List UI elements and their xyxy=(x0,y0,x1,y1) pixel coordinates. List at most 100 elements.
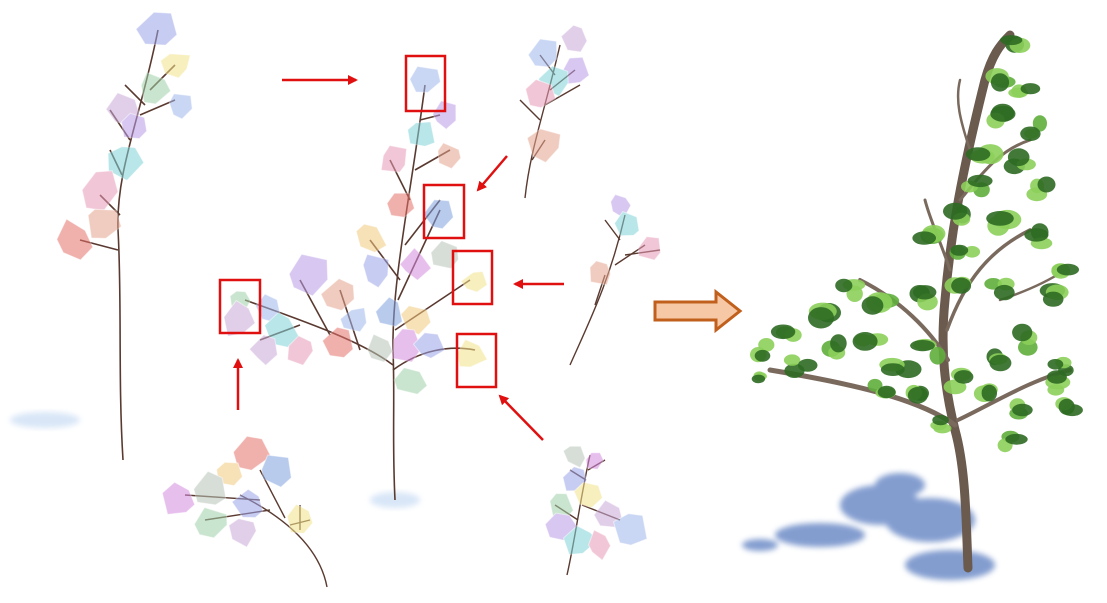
leaf-cluster-shape xyxy=(585,452,605,470)
leaf-cluster-shape xyxy=(375,296,403,328)
leaf-cluster-shape xyxy=(288,253,329,297)
foliage-leaf xyxy=(754,349,771,362)
foliage-leaf xyxy=(964,246,981,258)
highlight-boxes xyxy=(218,54,498,389)
leaf-cluster-shape xyxy=(525,78,557,109)
leaf-cluster-shape xyxy=(400,305,432,336)
foliage xyxy=(750,35,1083,453)
leaf-cluster-shape xyxy=(560,24,588,53)
foliage-leaf xyxy=(1005,433,1028,445)
highlight-box-left xyxy=(218,278,262,335)
leaf-cluster-shape xyxy=(562,56,590,85)
foliage-leaf xyxy=(951,277,972,294)
source-branch-bottom-right xyxy=(544,445,648,576)
leaf-cluster-shape xyxy=(430,240,460,270)
foliage-leaf xyxy=(907,387,928,404)
connector-arrows xyxy=(233,75,564,441)
leaf-cluster-shape xyxy=(81,170,119,212)
leaf-cluster-shape xyxy=(437,142,462,170)
assembled-tree xyxy=(223,65,488,501)
source-branch-top-right xyxy=(519,24,590,199)
highlight-box-bottom xyxy=(455,332,498,389)
foliage-leaf xyxy=(950,244,969,256)
source-branch-right xyxy=(569,193,662,366)
highlight-box-top xyxy=(404,54,447,113)
leaf-cluster-shape xyxy=(456,338,488,368)
leaf-cluster-shape xyxy=(527,38,558,68)
foliage-leaf xyxy=(867,378,883,392)
final-tree xyxy=(742,30,1083,580)
foliage-leaf xyxy=(1007,148,1030,167)
leaf-cluster-shape xyxy=(380,144,408,173)
foliage-leaf xyxy=(1012,403,1033,417)
leaf-cluster-shape xyxy=(587,529,612,561)
leaf-cluster-shape xyxy=(321,326,354,359)
source-branch-bottom-left xyxy=(161,435,328,588)
leaf-cluster-shape xyxy=(339,307,368,333)
leaf-cluster-shape xyxy=(362,253,390,289)
leaf-cluster-shape xyxy=(223,299,256,337)
leaf-clusters xyxy=(544,445,648,561)
foliage-leaf xyxy=(1012,323,1033,342)
foliage-leaf xyxy=(1020,83,1041,95)
foliage-leaf xyxy=(835,278,853,293)
leaf-cluster-shape xyxy=(107,146,145,182)
leaf-cluster-shape xyxy=(409,65,442,94)
leaf-cluster-shape xyxy=(638,236,662,261)
leaf-cluster-shape xyxy=(248,334,278,367)
leaf-cluster-shape xyxy=(391,328,422,363)
leaf-cluster-shape xyxy=(87,208,122,239)
foliage-leaf xyxy=(1037,176,1056,193)
foliage-leaf xyxy=(1024,228,1049,242)
leaf-cluster-shape xyxy=(573,481,603,509)
foliage-leaf xyxy=(965,147,991,162)
foliage-leaf xyxy=(943,202,968,220)
arrow-right-icon xyxy=(476,155,508,192)
foliage-leaf xyxy=(797,358,818,372)
leaf-cluster-shape xyxy=(140,71,172,105)
leaf-cluster-shape xyxy=(135,11,178,46)
leaf-cluster-shape xyxy=(56,218,94,261)
foliage-leaf xyxy=(1000,35,1023,46)
leaf-cluster-shape xyxy=(562,525,600,556)
foliage-leaf xyxy=(1056,263,1079,276)
leaf-cluster-shape xyxy=(287,335,314,366)
foliage-leaf xyxy=(808,307,834,329)
foliage-leaf xyxy=(1058,398,1075,415)
block-arrow-right-icon xyxy=(653,288,743,334)
leaf-clusters xyxy=(589,193,662,286)
foliage-leaf xyxy=(880,363,905,376)
leaf-cluster-shape xyxy=(120,112,148,140)
foliage-leaf xyxy=(912,231,936,245)
foliage-leaf xyxy=(981,384,997,402)
leaf-cluster-shape xyxy=(366,333,394,363)
highlight-box-right xyxy=(451,249,494,306)
foliage-leaf xyxy=(967,174,993,188)
leaf-cluster-shape xyxy=(261,454,292,488)
foliage-leaf xyxy=(877,385,896,399)
leaf-cluster-shape xyxy=(193,506,228,539)
source-branch-top-left xyxy=(56,11,193,461)
leaf-cluster-shape xyxy=(161,481,196,515)
leaf-cluster-shape xyxy=(407,121,436,147)
leaf-clusters xyxy=(56,11,193,261)
leaf-cluster-shape xyxy=(231,488,264,519)
leaf-cluster-shape xyxy=(432,100,457,130)
foliage-leaf xyxy=(954,370,974,384)
foliage-leaf xyxy=(846,285,863,302)
foliage-leaf xyxy=(993,284,1015,301)
foliage-leaf xyxy=(852,332,878,351)
highlight-box-mid xyxy=(422,183,466,240)
leaf-cluster-shape xyxy=(422,199,454,230)
leaf-cluster-shape xyxy=(412,332,446,359)
leaf-cluster-shape xyxy=(355,223,388,253)
leaf-cluster-shape xyxy=(613,210,640,237)
leaf-cluster-shape xyxy=(460,270,488,293)
foliage-leaf xyxy=(986,211,1014,226)
leaf-cluster-shape xyxy=(526,128,561,164)
foliage-leaf xyxy=(758,338,775,352)
leaf-cluster-shape xyxy=(232,435,272,471)
leaf-cluster-shape xyxy=(193,470,227,506)
foliage-leaf xyxy=(929,346,946,365)
